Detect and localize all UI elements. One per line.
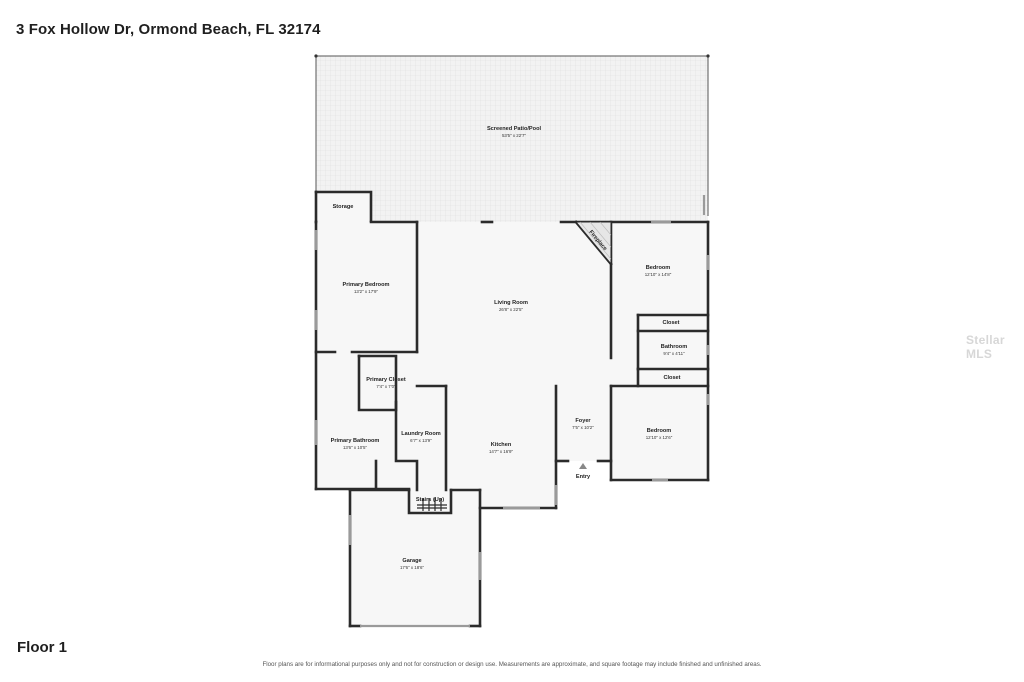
room-label-entry: Entry — [576, 474, 591, 480]
room-dims-garage: 17'6" x 18'6" — [400, 565, 425, 570]
room-dims-primary-bedroom: 13'2" x 17'9" — [354, 289, 379, 294]
room-label-laundry-room: Laundry Room — [401, 431, 440, 437]
storage-room — [314, 190, 373, 224]
room-label-closet-1: Closet — [662, 320, 679, 326]
room-label-closet-2: Closet — [663, 375, 680, 381]
room-label-bedroom-1: Bedroom — [646, 265, 671, 271]
room-label-stairs: Stairs (Up) — [416, 497, 444, 503]
screened-patio-area — [314, 54, 710, 222]
fireplace-hatch — [574, 221, 612, 266]
room-labels: Screened Patio/Pool 53'5" x 22'7" Storag… — [331, 126, 688, 570]
entry-arrow-icon — [579, 463, 587, 469]
room-dims-primary-bathroom: 13'6" x 10'5" — [343, 445, 368, 450]
room-label-bathroom: Bathroom — [661, 344, 687, 350]
room-label-primary-bedroom: Primary Bedroom — [343, 282, 390, 288]
disclaimer-text: Floor plans are for informational purpos… — [262, 661, 762, 668]
room-label-kitchen: Kitchen — [491, 442, 512, 448]
room-label-primary-bathroom: Primary Bathroom — [331, 438, 380, 444]
room-dims-kitchen: 14'7" x 16'9" — [489, 449, 514, 454]
room-label-bedroom-2: Bedroom — [647, 428, 672, 434]
stair-treads — [417, 498, 447, 511]
room-dims-living-room: 26'8" x 22'5" — [499, 307, 524, 312]
room-dims-patio: 53'5" x 22'7" — [502, 133, 527, 138]
room-dims-bathroom: 9'4" x 4'11" — [663, 351, 685, 356]
room-dims-bedroom-1: 12'10" x 14'8" — [645, 272, 672, 277]
room-label-primary-closet: Primary Closet — [366, 377, 406, 383]
room-label-patio: Screened Patio/Pool — [487, 126, 542, 132]
floor-label: Floor 1 — [17, 639, 68, 656]
room-label-garage: Garage — [402, 558, 421, 564]
watermark-logo: Stellar MLS — [966, 333, 1005, 361]
room-label-storage: Storage — [333, 204, 354, 210]
room-label-foyer: Foyer — [575, 418, 591, 424]
room-dims-bedroom-2: 12'10" x 12'6" — [646, 435, 673, 440]
windows — [314, 195, 710, 628]
room-label-living-room: Living Room — [494, 300, 528, 306]
room-dims-primary-closet: 7'4" x 7'0" — [376, 384, 396, 389]
property-address: 3 Fox Hollow Dr, Ormond Beach, FL 32174 — [16, 21, 321, 38]
room-dims-laundry-room: 6'7" x 13'9" — [410, 438, 432, 443]
room-dims-foyer: 7'5" x 10'2" — [572, 425, 594, 430]
